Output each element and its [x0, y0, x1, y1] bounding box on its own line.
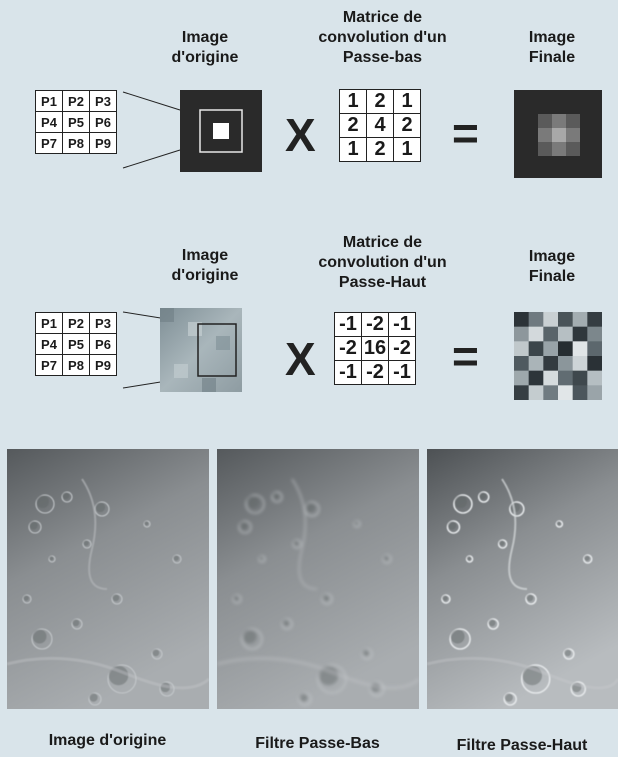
kernel-cell: -2 — [362, 361, 389, 385]
kernel-cell: -1 — [335, 313, 362, 337]
lowpass-origin-header: Image d'origine — [150, 28, 260, 68]
lowpass-pixel-grid: P1 P2 P3 P4 P5 P6 P7 P8 P9 — [35, 90, 117, 154]
pixel-cell: P7 — [36, 355, 63, 376]
kernel-cell: -2 — [362, 313, 389, 337]
kernel-cell: 1 — [394, 138, 421, 162]
kernel-cell: -1 — [389, 361, 416, 385]
pixel-cell: P5 — [63, 334, 90, 355]
kernel-cell: -2 — [389, 337, 416, 361]
kernel-cell: -1 — [389, 313, 416, 337]
kernel-cell: 1 — [394, 90, 421, 114]
pixel-cell: P4 — [36, 334, 63, 355]
lowpass-final-image — [514, 90, 602, 178]
lowpass-origin-image — [120, 80, 280, 180]
highpass-final-image — [514, 312, 602, 400]
lowpass-equals-sign: = — [452, 106, 479, 160]
pixel-cell: P2 — [63, 91, 90, 112]
moon-lowpass-photo — [217, 449, 419, 709]
lowpass-multiply-sign: X — [285, 108, 316, 162]
highpass-matrix-header: Matrice de convolution d'un Passe-Haut — [300, 233, 465, 293]
moon-highpass-photo — [427, 449, 618, 709]
pixel-cell: P7 — [36, 133, 63, 154]
kernel-cell: 4 — [367, 114, 394, 138]
highpass-multiply-sign: X — [285, 332, 316, 386]
highpass-origin-header: Image d'origine — [150, 246, 260, 286]
highpass-pixel-grid: P1 P2 P3 P4 P5 P6 P7 P8 P9 — [35, 312, 117, 376]
pixel-cell: P9 — [90, 133, 117, 154]
pixel-cell: P5 — [63, 112, 90, 133]
pixel-cell: P6 — [90, 112, 117, 133]
kernel-cell: 2 — [394, 114, 421, 138]
pixel-cell: P6 — [90, 334, 117, 355]
kernel-cell: 16 — [362, 337, 389, 361]
highpass-final-header: Image Finale — [512, 247, 592, 287]
pixel-cell: P3 — [90, 313, 117, 334]
pixel-cell: P8 — [63, 133, 90, 154]
lowpass-matrix-header: Matrice de convolution d'un Passe-bas — [300, 8, 465, 68]
kernel-cell: 1 — [340, 138, 367, 162]
pixel-cell: P1 — [36, 91, 63, 112]
highpass-equals-sign: = — [452, 329, 479, 383]
caption-lowpass: Filtre Passe-Bas — [230, 735, 405, 753]
pixel-cell: P3 — [90, 91, 117, 112]
caption-original: Image d'origine — [20, 732, 195, 750]
pixel-cell: P8 — [63, 355, 90, 376]
kernel-cell: -1 — [335, 361, 362, 385]
kernel-cell: 1 — [340, 90, 367, 114]
pixel-cell: P2 — [63, 313, 90, 334]
kernel-cell: 2 — [367, 90, 394, 114]
moon-original-photo — [7, 449, 209, 709]
highpass-origin-image — [120, 300, 280, 400]
highpass-kernel-matrix: -1 -2 -1 -2 16 -2 -1 -2 -1 — [334, 312, 416, 385]
lowpass-kernel-matrix: 1 2 1 2 4 2 1 2 1 — [339, 89, 421, 162]
kernel-cell: -2 — [335, 337, 362, 361]
kernel-cell: 2 — [367, 138, 394, 162]
pixel-cell: P1 — [36, 313, 63, 334]
kernel-cell: 2 — [340, 114, 367, 138]
caption-highpass: Filtre Passe-Haut — [432, 737, 612, 755]
lowpass-final-header: Image Finale — [512, 28, 592, 68]
pixel-cell: P4 — [36, 112, 63, 133]
pixel-cell: P9 — [90, 355, 117, 376]
